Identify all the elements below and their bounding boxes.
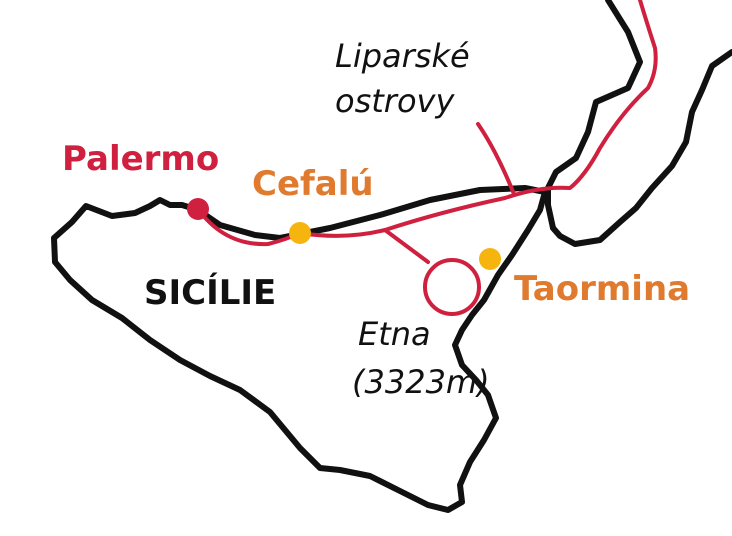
mainland-coastline-east [550, 49, 732, 247]
island-label: SICÍLIE [144, 272, 276, 313]
sicily-coastline [51, 185, 548, 513]
etna-crater-ring [423, 258, 481, 316]
lipari-label-line1: Liparské [335, 37, 470, 75]
mainland-coastline-west [545, 0, 643, 231]
cefalu-dot [289, 222, 311, 244]
palermo-label: Palermo [62, 139, 219, 179]
lipari-leader-line [476, 122, 516, 196]
etna-label-line1: Etna [358, 315, 431, 353]
etna-label-line2: (3323m) [352, 363, 490, 401]
lipari-label-line2: ostrovy [335, 82, 455, 120]
travel-route-etna-branch [383, 228, 430, 264]
cefalu-label: Cefalú [252, 164, 374, 204]
taormina-label: Taormina [514, 269, 690, 309]
palermo-dot [187, 198, 209, 220]
taormina-dot [479, 248, 501, 270]
